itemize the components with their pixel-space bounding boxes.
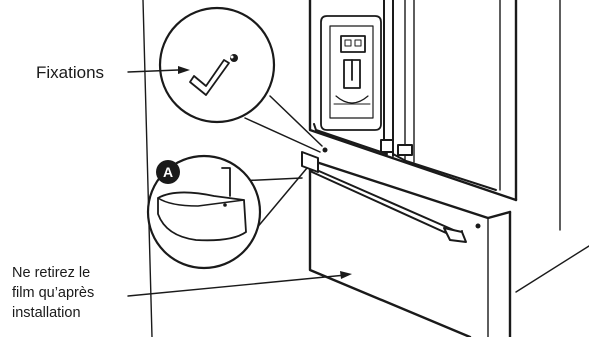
film-note-line: film qu’après (12, 283, 94, 303)
detail-marker-label: A (163, 164, 173, 180)
drawer-handle (302, 148, 481, 243)
film-note: Ne retirez le film qu’après installation (12, 263, 94, 323)
detail-marker-a: A (156, 160, 180, 184)
film-note-line: installation (12, 303, 94, 323)
fasteners-label: Fixations (36, 63, 104, 83)
water-ice-dispenser (321, 16, 381, 130)
fastener-detail-magnifier (160, 8, 322, 152)
film-note-line: Ne retirez le (12, 263, 94, 283)
french-doors (314, 0, 496, 190)
